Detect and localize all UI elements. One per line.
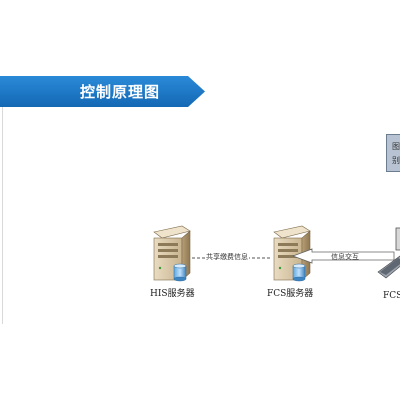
fcs-server-label: FCS服务器: [267, 289, 314, 299]
page-title: 控制原理图: [80, 83, 161, 101]
fcs-client-label: FCS: [383, 291, 400, 301]
fcs-client-icon: [377, 227, 400, 279]
fcs-server-icon: [273, 225, 311, 282]
his-server-icon: [153, 225, 191, 282]
top-right-box-line-1: 图: [392, 142, 400, 151]
left-border-line: [2, 76, 3, 324]
fcs-client-arrow: [291, 248, 395, 264]
banner-shape: [0, 76, 205, 107]
top-right-box: 图 别: [386, 134, 400, 172]
title-banner: 控制原理图: [0, 76, 205, 107]
his-server-label: HIS服务器: [150, 289, 195, 299]
top-right-box-line-2: 别: [392, 156, 400, 165]
his-fcs-edge-label: 共享缴费信息: [205, 252, 249, 262]
fcs-client-edge-label: 信息交互: [331, 253, 359, 261]
